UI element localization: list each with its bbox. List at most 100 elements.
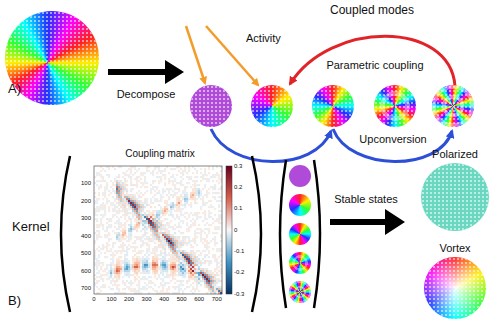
matrix-cell bbox=[214, 240, 216, 242]
matrix-cell bbox=[136, 260, 138, 262]
matrix-cell bbox=[162, 196, 164, 198]
matrix-cell bbox=[104, 180, 106, 182]
matrix-cell bbox=[182, 190, 184, 192]
matrix-cell bbox=[180, 214, 182, 216]
matrix-cell bbox=[150, 264, 152, 266]
matrix-cell bbox=[102, 226, 104, 228]
matrix-cell bbox=[212, 238, 214, 240]
matrix-cell bbox=[118, 238, 120, 240]
matrix-cell bbox=[154, 218, 156, 220]
matrix-cell bbox=[112, 188, 114, 190]
matrix-cell bbox=[116, 188, 118, 190]
matrix-cell bbox=[178, 222, 180, 224]
matrix-cell bbox=[150, 198, 152, 200]
matrix-cell bbox=[162, 238, 164, 240]
matrix-cell bbox=[154, 236, 156, 238]
matrix-cell bbox=[188, 272, 190, 274]
matrix-cell bbox=[156, 254, 158, 256]
matrix-cell bbox=[136, 274, 138, 276]
matrix-cell bbox=[198, 232, 200, 234]
matrix-cell bbox=[188, 254, 190, 256]
matrix-cell bbox=[208, 270, 210, 272]
matrix-cell bbox=[188, 270, 190, 272]
matrix-cell bbox=[154, 258, 156, 260]
matrix-cell bbox=[162, 210, 164, 212]
matrix-cell bbox=[126, 240, 128, 242]
matrix-cell bbox=[212, 232, 214, 234]
matrix-cell bbox=[132, 270, 134, 272]
matrix-cell bbox=[216, 166, 218, 168]
matrix-cell bbox=[154, 190, 156, 192]
matrix-cell bbox=[148, 262, 150, 264]
matrix-cell bbox=[186, 176, 188, 178]
matrix-cell bbox=[114, 200, 116, 202]
matrix-cell bbox=[100, 248, 102, 250]
matrix-cell bbox=[152, 224, 154, 226]
matrix-cell bbox=[130, 206, 132, 208]
matrix-cell bbox=[208, 252, 210, 254]
matrix-cell bbox=[156, 256, 158, 258]
matrix-cell bbox=[152, 222, 154, 224]
matrix-cell bbox=[182, 192, 184, 194]
matrix-cell bbox=[168, 180, 170, 182]
matrix-cell bbox=[206, 222, 208, 224]
matrix-cell bbox=[184, 170, 186, 172]
matrix-cell bbox=[122, 244, 124, 246]
matrix-cell bbox=[160, 176, 162, 178]
matrix-cell bbox=[208, 180, 210, 182]
matrix-cell bbox=[170, 240, 172, 242]
matrix-cell bbox=[112, 184, 114, 186]
matrix-cell bbox=[136, 270, 138, 272]
matrix-cell bbox=[206, 248, 208, 250]
matrix-cell bbox=[182, 204, 184, 206]
matrix-cell bbox=[152, 188, 154, 190]
matrix-cell bbox=[128, 174, 130, 176]
matrix-cell bbox=[150, 202, 152, 204]
matrix-cell bbox=[152, 220, 154, 222]
matrix-cell bbox=[192, 274, 194, 276]
matrix-cell bbox=[178, 266, 180, 268]
matrix-cell bbox=[182, 274, 184, 276]
matrix-cell bbox=[196, 250, 198, 252]
matrix-cell bbox=[148, 224, 150, 226]
matrix-cell bbox=[192, 256, 194, 258]
matrix-cell bbox=[114, 206, 116, 208]
matrix-cell bbox=[140, 202, 142, 204]
matrix-cell bbox=[172, 272, 174, 274]
matrix-cell bbox=[176, 166, 178, 168]
matrix-cell bbox=[126, 180, 128, 182]
matrix-cell bbox=[210, 206, 212, 208]
matrix-cell bbox=[146, 242, 148, 244]
matrix-cell bbox=[108, 224, 110, 226]
matrix-cell bbox=[136, 198, 138, 200]
matrix-cell bbox=[132, 212, 134, 214]
matrix-cell bbox=[98, 260, 100, 262]
matrix-cell bbox=[154, 274, 156, 276]
matrix-cell bbox=[194, 200, 196, 202]
matrix-cell bbox=[144, 254, 146, 256]
matrix-cell bbox=[116, 264, 118, 266]
matrix-cell bbox=[146, 244, 148, 246]
matrix-cell bbox=[192, 188, 194, 190]
matrix-cell bbox=[136, 236, 138, 238]
matrix-cell bbox=[200, 180, 202, 182]
matrix-cell bbox=[140, 172, 142, 174]
matrix-cell bbox=[214, 186, 216, 188]
matrix-cell bbox=[200, 208, 202, 210]
matrix-cell bbox=[142, 208, 144, 210]
matrix-cell bbox=[170, 250, 172, 252]
matrix-cell bbox=[146, 228, 148, 230]
matrix-cell bbox=[200, 254, 202, 256]
matrix-cell bbox=[132, 200, 134, 202]
matrix-cell bbox=[104, 274, 106, 276]
matrix-cell bbox=[106, 248, 108, 250]
matrix-cell bbox=[100, 266, 102, 268]
matrix-cell bbox=[210, 216, 212, 218]
matrix-cell bbox=[196, 170, 198, 172]
matrix-cell bbox=[202, 196, 204, 198]
matrix-cell bbox=[218, 176, 220, 178]
matrix-cell bbox=[186, 218, 188, 220]
matrix-cell bbox=[140, 272, 142, 274]
matrix-cell bbox=[212, 256, 214, 258]
matrix-cell bbox=[134, 250, 136, 252]
